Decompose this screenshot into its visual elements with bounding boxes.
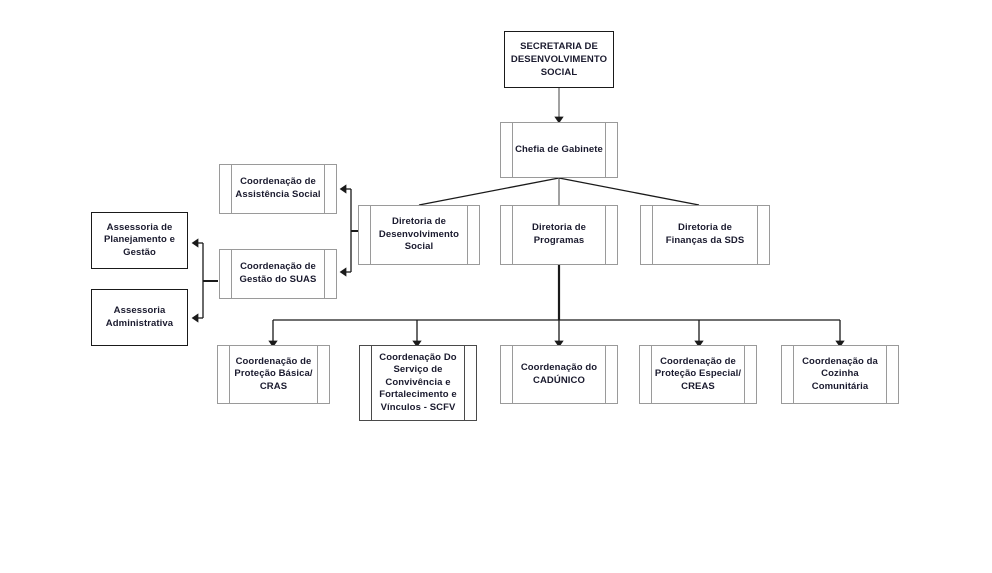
node-diretoria-programas-label: Diretoria de Programas xyxy=(532,222,586,246)
node-secretaria[interactable]: SECRETARIA DE DESENVOLVIMENTO SOCIAL xyxy=(504,31,614,88)
node-coordenacao-protecao-especial-creas[interactable]: Coordenação de Proteção Especial/ CREAS xyxy=(639,345,757,404)
node-chefia-gabinete-label: Chefia de Gabinete xyxy=(515,143,603,155)
node-coordenacao-protecao-basica-cras[interactable]: Coordenação de Proteção Básica/ CRAS xyxy=(217,345,330,404)
node-coordenacao-assistencia-social[interactable]: Coordenação de Assistência Social xyxy=(219,164,337,214)
node-diretoria-programas[interactable]: Diretoria de Programas xyxy=(500,205,618,265)
node-diretoria-desenvolvimento-social-label: Diretoria de Desenvolvimento Social xyxy=(378,216,460,253)
node-coordenacao-scfv-label: Coordenação Do Serviço de Convivência e … xyxy=(379,351,457,413)
node-coordenacao-assistencia-social-label: Coordenação de Assistência Social xyxy=(235,176,321,200)
node-chefia-gabinete[interactable]: Chefia de Gabinete xyxy=(500,122,618,178)
node-coordenacao-cadunico-label: Coordenação do CADÚNICO xyxy=(520,361,598,386)
node-coordenacao-protecao-especial-creas-label: Coordenação de Proteção Especial/ CREAS xyxy=(654,355,742,392)
node-assessoria-administrativa-label: Assessoria Administrativa xyxy=(105,304,174,329)
node-coordenacao-gestao-suas-label: Coordenação de Gestão do SUAS xyxy=(239,261,317,285)
node-coordenacao-cadunico[interactable]: Coordenação do CADÚNICO xyxy=(500,345,618,404)
node-coordenacao-gestao-suas[interactable]: Coordenação de Gestão do SUAS xyxy=(219,249,337,299)
node-coordenacao-cozinha-comunitaria-label: Coordenação da Cozinha Comunitária xyxy=(802,355,878,392)
node-secretaria-label: SECRETARIA DE DESENVOLVIMENTO SOCIAL xyxy=(510,40,608,79)
node-diretoria-desenvolvimento-social[interactable]: Diretoria de Desenvolvimento Social xyxy=(358,205,480,265)
edge-chefia-diretoria-desenvolvimento xyxy=(418,177,560,206)
node-assessoria-administrativa[interactable]: Assessoria Administrativa xyxy=(91,289,188,346)
node-assessoria-planejamento-gestao-label: Assessoria de Planejamento e Gestão xyxy=(103,221,176,258)
node-diretoria-financas-label: Diretoria de Finanças da SDS xyxy=(665,222,745,246)
edge-chefia-diretoria-financas xyxy=(558,177,700,206)
node-diretoria-financas[interactable]: Diretoria de Finanças da SDS xyxy=(640,205,770,265)
node-coordenacao-protecao-basica-cras-label: Coordenação de Proteção Básica/ CRAS xyxy=(234,355,313,392)
node-coordenacao-scfv[interactable]: Coordenação Do Serviço de Convivência e … xyxy=(359,345,477,421)
node-coordenacao-cozinha-comunitaria[interactable]: Coordenação da Cozinha Comunitária xyxy=(781,345,899,404)
node-assessoria-planejamento-gestao[interactable]: Assessoria de Planejamento e Gestão xyxy=(91,212,188,269)
